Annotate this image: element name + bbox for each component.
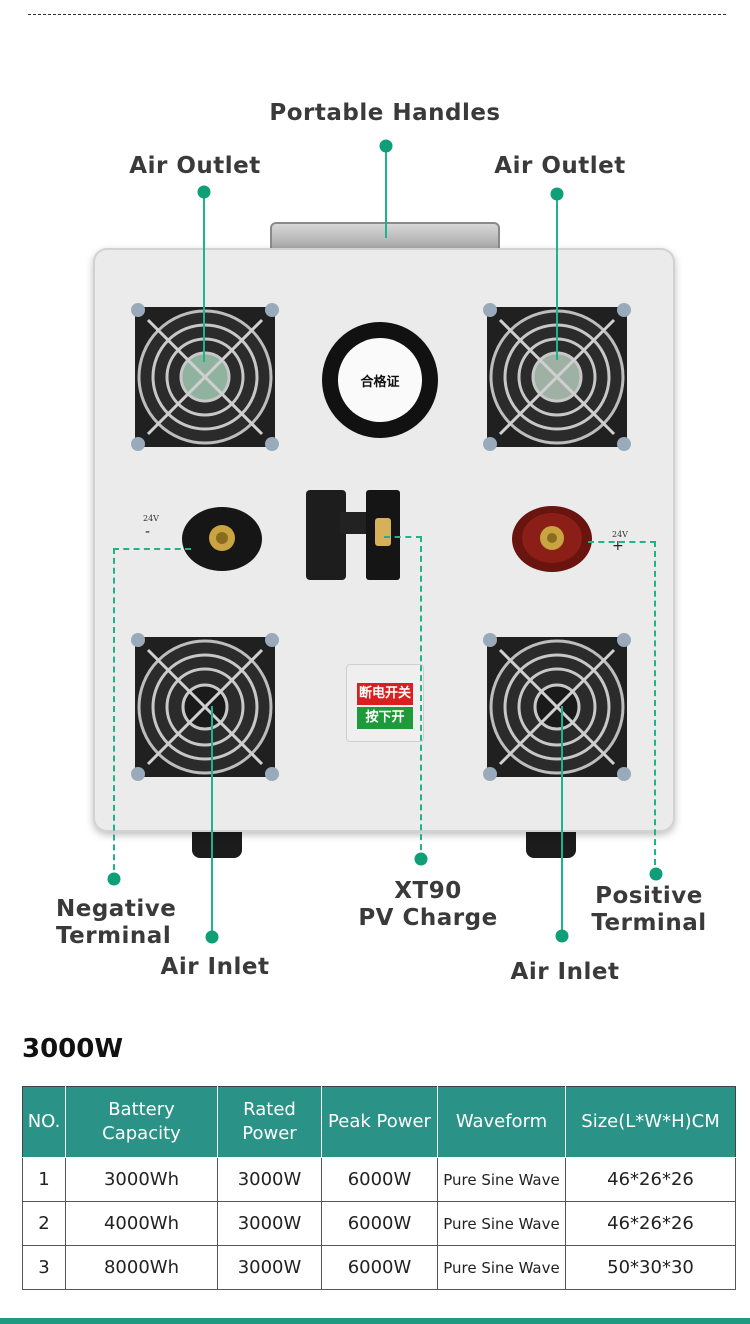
cell-waveform: Pure Sine Wave [437,1245,566,1290]
callout-line-xt90 [384,536,422,860]
negative-voltage-label: 24V [143,514,159,523]
bottom-accent-bar [0,1318,750,1324]
positive-sign: + [612,538,624,554]
header-peak-power: Peak Power [321,1086,438,1158]
label-negative-terminal-line2: Terminal [56,923,172,949]
certificate-text: 合格证 [338,338,422,422]
callout-dot-inlet-left [205,930,219,944]
header-size: Size(L*W*H)CM [565,1086,736,1158]
cell-no: 2 [22,1201,66,1246]
spec-table: NO. Battery Capacity Rated Power Peak Po… [22,1086,736,1290]
table-row: 3 8000Wh 3000W 6000W Pure Sine Wave 50*3… [22,1245,736,1290]
callout-line-negative [113,548,191,880]
label-air-inlet-left: Air Inlet [160,954,270,980]
callout-line-handles [385,146,387,238]
cell-rated-power: 3000W [217,1201,322,1246]
cell-no: 3 [22,1245,66,1290]
cell-peak-power: 6000W [321,1245,438,1290]
cell-peak-power: 6000W [321,1201,438,1246]
switch-bottom-label: 按下开 [357,707,413,729]
air-inlet-fan-left [130,632,280,782]
callout-dot-positive [649,867,663,881]
air-outlet-fan-right [482,302,632,452]
label-portable-handles: Portable Handles [269,100,501,126]
callout-dot-outlet-right [550,187,564,201]
callout-line-outlet-left [203,192,205,362]
cell-battery-capacity: 8000Wh [65,1245,218,1290]
header-rated-power: Rated Power [217,1086,322,1158]
cell-rated-power: 3000W [217,1245,322,1290]
cell-size: 46*26*26 [565,1157,736,1202]
certificate-sticker: 合格证 [322,322,438,438]
xt90-port [366,490,400,580]
pv-cover-strap [340,512,370,534]
positive-terminal [510,504,594,578]
table-row: 2 4000Wh 3000W 6000W Pure Sine Wave 46*2… [22,1201,736,1246]
callout-line-inlet-right [561,706,563,936]
cell-waveform: Pure Sine Wave [437,1201,566,1246]
header-battery-capacity: Battery Capacity [65,1086,218,1158]
callout-dot-inlet-right [555,929,569,943]
label-air-inlet-right: Air Inlet [510,959,620,985]
cell-size: 46*26*26 [565,1201,736,1246]
header-waveform: Waveform [437,1086,566,1158]
cell-peak-power: 6000W [321,1157,438,1202]
callout-dot-handles [379,139,393,153]
positive-voltage-label: 24V [612,530,628,539]
air-outlet-fan-left [130,302,280,452]
callout-line-outlet-right [556,194,558,360]
cell-size: 50*30*30 [565,1245,736,1290]
pv-port-cover [306,490,346,580]
negative-terminal [180,506,264,576]
cell-battery-capacity: 4000Wh [65,1201,218,1246]
label-air-outlet-right: Air Outlet [494,153,626,179]
negative-sign: - [145,524,151,540]
cell-no: 1 [22,1157,66,1202]
switch-top-label: 断电开关 [357,683,413,705]
air-inlet-fan-right [482,632,632,782]
cell-rated-power: 3000W [217,1157,322,1202]
power-switch: 断电开关 按下开 [346,664,424,742]
label-xt90-line2: PV Charge [358,905,498,931]
label-negative-terminal-line1: Negative [56,896,177,922]
table-row: 1 3000Wh 3000W 6000W Pure Sine Wave 46*2… [22,1157,736,1202]
callout-dot-outlet-left [197,185,211,199]
label-positive-terminal-line2: Terminal [591,910,707,936]
label-air-outlet-left: Air Outlet [129,153,261,179]
xt90-pins [375,518,391,546]
label-positive-terminal-line1: Positive [595,883,703,909]
header-no: NO. [22,1086,66,1158]
cell-battery-capacity: 3000Wh [65,1157,218,1202]
cell-waveform: Pure Sine Wave [437,1157,566,1202]
section-title: 3000W [22,1034,124,1064]
label-xt90-line1: XT90 [394,878,462,904]
callout-dot-xt90 [414,852,428,866]
callout-line-inlet-left [211,706,213,936]
table-header-row: NO. Battery Capacity Rated Power Peak Po… [22,1086,736,1158]
top-dashed-divider [28,14,726,15]
callout-line-positive [588,541,656,875]
callout-dot-negative [107,872,121,886]
